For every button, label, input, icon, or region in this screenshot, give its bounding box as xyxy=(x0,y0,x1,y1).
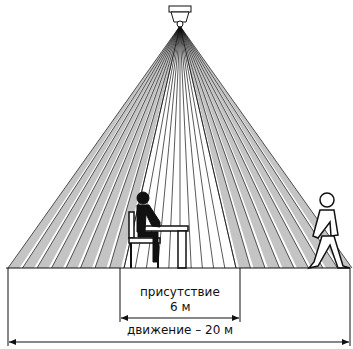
dimension-label: движение – 20 м xyxy=(125,323,235,337)
fan-ray xyxy=(180,26,338,268)
dimension-lines xyxy=(6,268,350,346)
fan-sector xyxy=(180,26,338,268)
dimension-value: 6 м xyxy=(168,300,193,314)
fan-ray xyxy=(180,26,352,268)
walking-person xyxy=(309,193,350,268)
dimension-label: присутствие xyxy=(138,285,222,299)
fan-sector xyxy=(180,26,265,268)
fan-ray xyxy=(8,26,180,268)
fan-ray xyxy=(180,26,294,268)
fan-sector xyxy=(180,26,309,268)
fan-ray xyxy=(180,26,323,268)
motion-sensor xyxy=(169,6,191,27)
fan-ray xyxy=(180,26,309,268)
detection-fan xyxy=(8,26,352,268)
fan-ray xyxy=(180,26,265,268)
fan-ray xyxy=(180,26,251,268)
fan-sector xyxy=(180,26,294,268)
fan-sector xyxy=(180,26,323,268)
fan-sector xyxy=(23,26,181,268)
fan-ray xyxy=(23,26,181,268)
fan-sector xyxy=(8,26,180,268)
fan-sector xyxy=(180,26,280,268)
fan-ray xyxy=(180,26,280,268)
fan-sector xyxy=(180,26,251,268)
fan-sector xyxy=(180,26,352,268)
seated-person xyxy=(129,192,188,268)
